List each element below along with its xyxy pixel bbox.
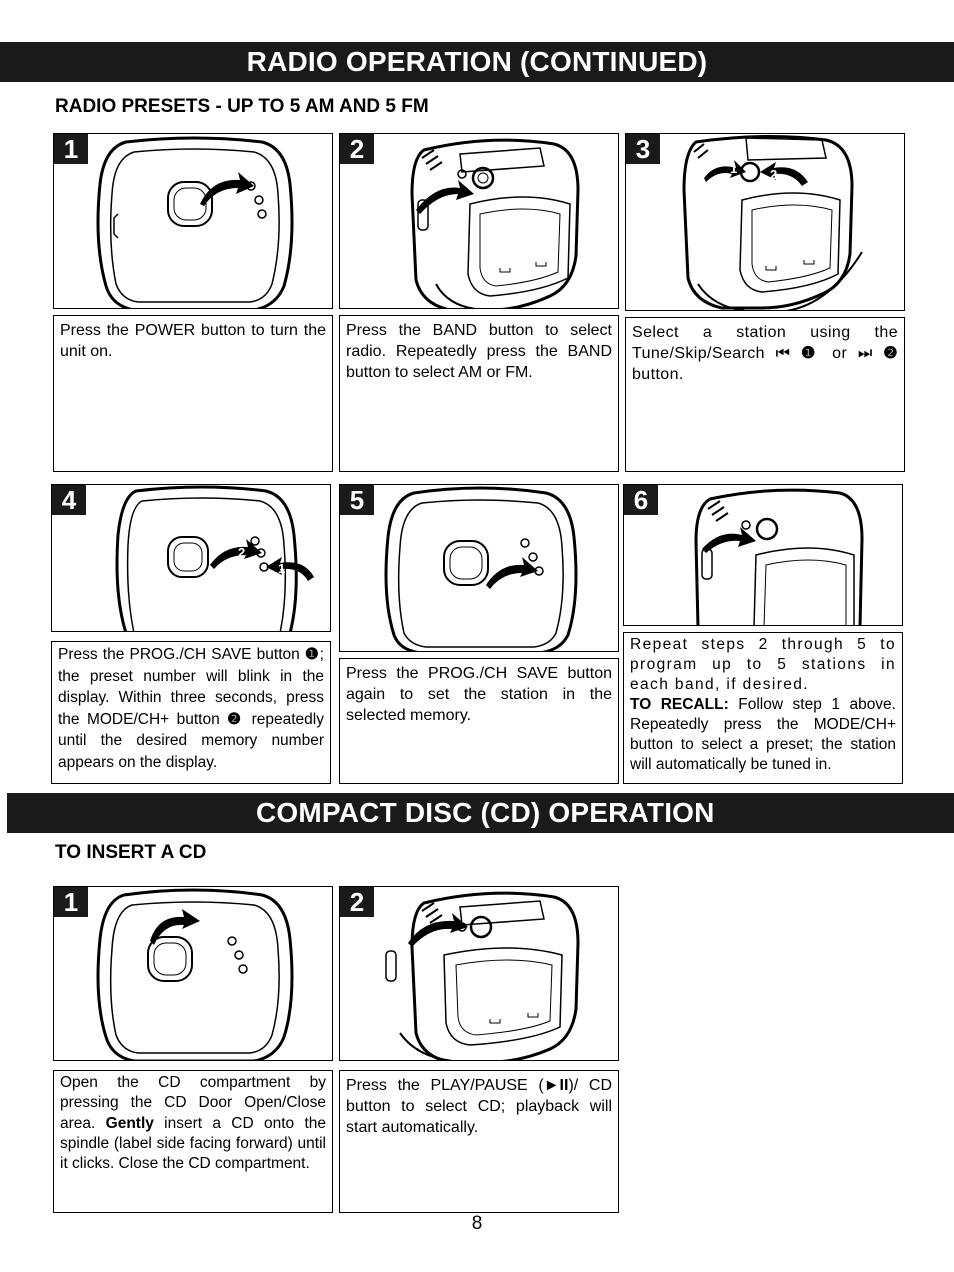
player-angled-view-image [410, 138, 580, 308]
radio-step-6-illustration: 6 [623, 484, 903, 626]
radio-section-banner: RADIO OPERATION (CONTINUED) [0, 42, 954, 82]
radio-step-4-instruction: Press the PROG./CH SAVE button ❶; the pr… [51, 641, 331, 784]
player-angled-view-image [694, 488, 864, 625]
player-top-view-image [384, 486, 578, 651]
cd-step-1-illustration: 1 [53, 886, 333, 1061]
radio-step-3-illustration: 3 1 2 [625, 133, 905, 311]
radio-step-5-illustration: 5 [339, 484, 619, 652]
step-number: 5 [340, 485, 374, 515]
cd-section-banner: COMPACT DISC (CD) OPERATION [7, 793, 954, 833]
radio-step-5-instruction: Press the PROG./CH SAVE button again to … [339, 658, 619, 784]
player-top-view-image [96, 136, 294, 308]
radio-section-title: RADIO OPERATION (CONTINUED) [246, 46, 708, 77]
ref-marker: ❷ [883, 345, 898, 362]
pic-label: 1 [278, 561, 285, 576]
radio-step-2-illustration: 2 [339, 133, 619, 309]
radio-step-1-instruction: Press the POWER button to turn the unit … [53, 315, 333, 472]
step-number: 2 [340, 134, 374, 164]
player-angled-view-image [385, 891, 580, 1060]
player-top-view-image [96, 888, 294, 1060]
page-number: 8 [471, 1213, 483, 1234]
skip-prev-icon: ⏮ [775, 345, 791, 362]
recall-label: TO RECALL: [630, 696, 729, 713]
radio-step-2-instruction: Press the BAND button to select radio. R… [339, 315, 619, 472]
skip-next-icon: ⏭ [857, 345, 873, 362]
radio-presets-subhead: RADIO PRESETS - UP TO 5 AM AND 5 FM [55, 96, 429, 117]
ref-marker: ❶ [304, 646, 320, 663]
step-number: 6 [624, 485, 658, 515]
cd-step-2-instruction: Press the PLAY/PAUSE (►II)/ CD button to… [339, 1070, 619, 1213]
player-skip-view-image: 1 2 [682, 134, 863, 310]
step-number: 3 [626, 134, 660, 164]
cd-step-1-instruction: Open the CD compartment by pressing the … [53, 1070, 333, 1213]
ref-marker: ❷ [227, 710, 245, 728]
play-pause-icon: ►II [543, 1077, 569, 1094]
cd-step-2-illustration: 2 [339, 886, 619, 1061]
radio-step-1-illustration: 1 [53, 133, 333, 309]
radio-step-3-instruction: Select a station using the Tune/Skip/Sea… [625, 317, 905, 472]
pic-label: 2 [770, 167, 777, 182]
radio-step-4-illustration: 4 2 1 [51, 484, 331, 632]
pic-label: 1 [730, 161, 737, 176]
step-number: 2 [340, 887, 374, 917]
step-number: 1 [54, 134, 88, 164]
ref-marker: ❶ [801, 345, 822, 362]
pic-label: 2 [238, 545, 245, 560]
insert-cd-subhead: TO INSERT A CD [55, 842, 207, 863]
step-number: 1 [54, 887, 88, 917]
step-number: 4 [52, 485, 86, 515]
cd-section-title: COMPACT DISC (CD) OPERATION [256, 797, 715, 828]
player-top-view-image: 2 1 [115, 485, 314, 631]
radio-step-6-instruction: Repeat steps 2 through 5 to program up t… [623, 632, 903, 784]
